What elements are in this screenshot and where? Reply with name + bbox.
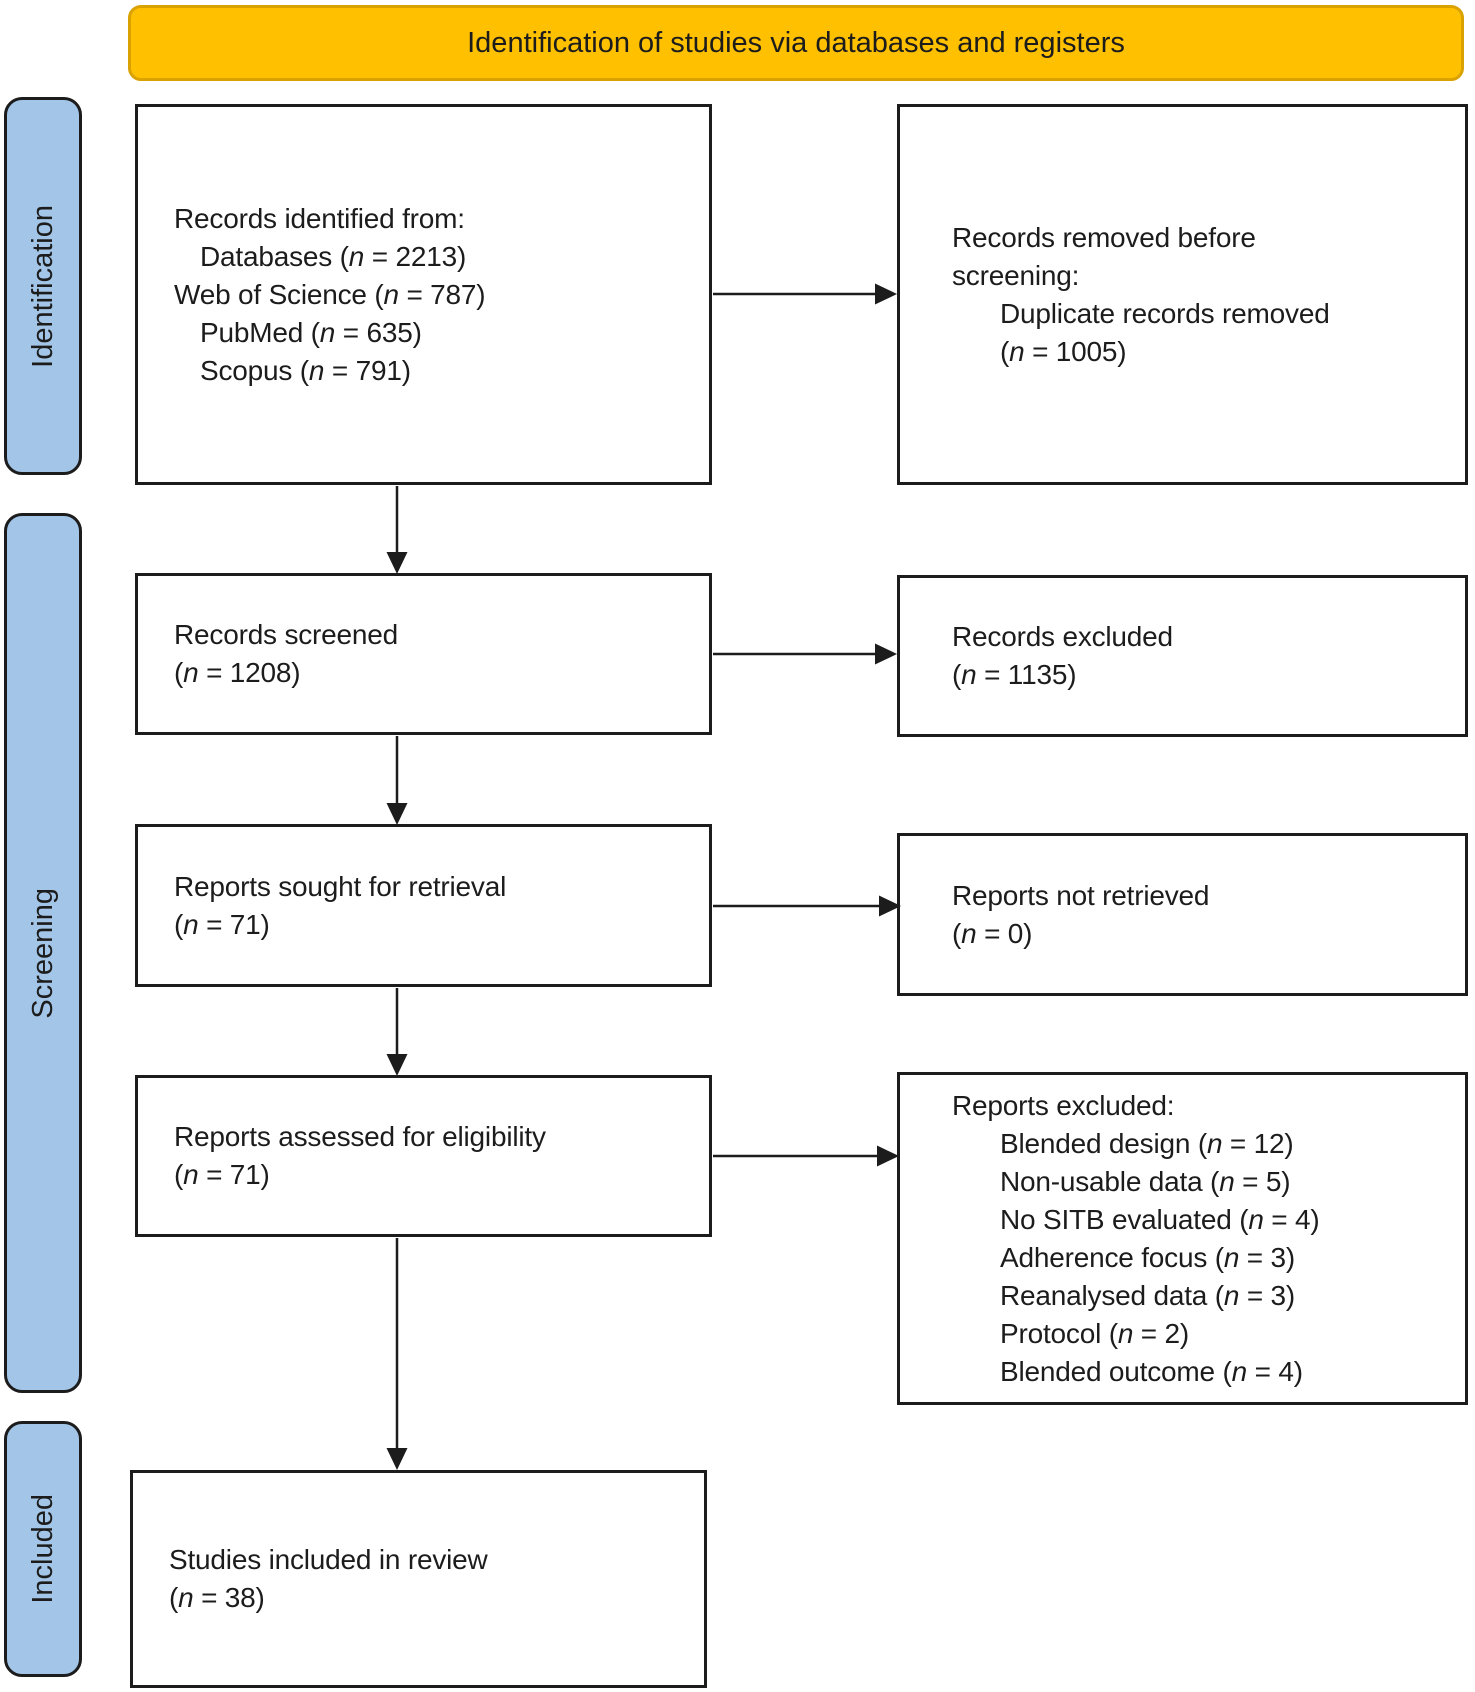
box-line: Scopus (n = 791) [200, 354, 411, 386]
box-line: Records screened [174, 619, 399, 650]
arrow-sought-to-not-retrieved [713, 895, 901, 917]
arrow-screened-to-sought [386, 736, 408, 825]
box-line: (n = 38) [169, 1582, 265, 1613]
box-reports-sought: Reports sought for retrieval (n = 71) [135, 824, 712, 987]
stage-label-included-text: Included [26, 1494, 59, 1604]
box-line: Studies included in review [169, 1544, 488, 1575]
box-line: Web of Science (n = 787) [174, 278, 486, 310]
box-line: Adherence focus (n = 3) [1000, 1241, 1296, 1273]
box-line: (n = 71) [174, 908, 270, 940]
box-line: Reports not retrieved [952, 879, 1210, 911]
stage-label-identification-text: Identification [26, 204, 59, 368]
box-line: Records excluded [952, 621, 1173, 652]
box-line: screening: [952, 259, 1080, 291]
box-studies-included: Studies included in review (n = 38) [130, 1470, 707, 1688]
arrow-sought-to-assessed [386, 988, 408, 1076]
box-line: Records removed before [952, 221, 1256, 253]
box-reports-assessed: Reports assessed for eligibility (n = 71… [135, 1075, 712, 1237]
box-records-removed: Records removed before screening: Duplic… [897, 104, 1468, 485]
arrow-assessed-to-reports-excluded [713, 1145, 899, 1167]
box-line: Blended outcome (n = 4) [1000, 1355, 1303, 1387]
box-records-screened: Records screened (n = 1208) [135, 573, 712, 735]
box-line: (n = 71) [174, 1159, 270, 1190]
arrow-identified-to-removed [713, 283, 897, 305]
box-line: No SITB evaluated (n = 4) [1000, 1203, 1320, 1235]
box-records-identified: Records identified from: Databases (n = … [135, 104, 712, 485]
box-line: (n = 1005) [1000, 335, 1127, 367]
box-line: (n = 1208) [174, 657, 301, 688]
box-line: Blended design (n = 12) [1000, 1127, 1294, 1159]
box-reports-not-retrieved: Reports not retrieved (n = 0) [897, 833, 1468, 996]
box-line: Duplicate records removed [1000, 297, 1330, 329]
arrow-screened-to-excluded [713, 643, 897, 665]
box-line: Non-usable data (n = 5) [1000, 1165, 1291, 1197]
stage-label-identification: Identification [4, 97, 82, 475]
stage-label-included: Included [4, 1421, 82, 1677]
stage-label-screening-text: Screening [26, 887, 59, 1019]
box-line: Reanalysed data (n = 3) [1000, 1279, 1296, 1311]
arrow-assessed-to-included [386, 1238, 408, 1470]
arrow-identified-to-screened [386, 486, 408, 574]
box-line: (n = 0) [952, 917, 1033, 949]
box-line: Records identified from: [174, 202, 465, 234]
box-reports-excluded: Reports excluded: Blended design (n = 12… [897, 1072, 1468, 1405]
stage-label-screening: Screening [4, 513, 82, 1393]
box-line: Protocol (n = 2) [1000, 1317, 1190, 1349]
banner-title: Identification of studies via databases … [467, 26, 1125, 59]
box-line: PubMed (n = 635) [200, 316, 422, 348]
box-line: Databases (n = 2213) [200, 240, 467, 272]
box-line: Reports assessed for eligibility [174, 1121, 546, 1152]
box-records-excluded: Records excluded (n = 1135) [897, 575, 1468, 737]
box-line: (n = 1135) [952, 659, 1077, 690]
box-line: Reports excluded: [952, 1089, 1175, 1121]
banner: Identification of studies via databases … [128, 5, 1464, 81]
box-line: Reports sought for retrieval [174, 870, 507, 902]
